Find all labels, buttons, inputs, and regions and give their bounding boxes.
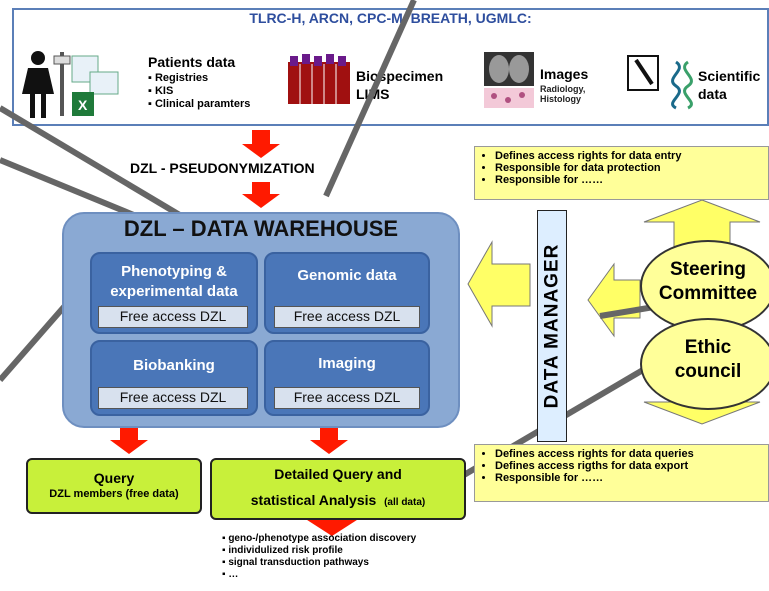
xray-image-icon [484,52,534,108]
scientific-title: Scientific [698,68,761,84]
query-box: Query DZL members (free data) [26,458,202,514]
free-access-badge: Free access DZL [98,306,248,328]
result-item: ▪ signal transduction pathways [222,557,369,568]
down-arrow-icon [242,182,280,208]
patients-item: ▪ Registries [148,72,209,84]
imaging-label: Imaging [318,355,376,372]
data-manager-box [537,210,567,442]
images-title: Images [540,66,589,82]
result-item: ▪ individulized risk profile [222,545,343,556]
patients-item: ▪ KIS [148,85,174,97]
ethic-council [640,318,769,410]
detailed-query-box: Detailed Query and statistical Analysis … [210,458,466,520]
free-access-badge: Free access DZL [274,306,420,328]
entry-rights-note: Defines access rights for data entry Res… [474,146,769,200]
biobanking-label: Biobanking [133,357,215,374]
warehouse-title: DZL – DATA WAREHOUSE [123,216,399,241]
free-access-badge: Free access DZL [274,387,420,409]
free-access-badge: Free access DZL [98,387,248,409]
down-arrow-icon [110,428,148,454]
down-arrow-icon [242,130,280,158]
scientific-sub: data [698,86,727,102]
patients-title: Patients data [148,54,236,70]
patient-icon: X [22,51,119,118]
images-sub: Radiology, Histology [540,84,586,104]
patients-list: ▪ Registries ▪ KIS ▪ Clinical paramters [148,72,250,111]
left-arrow-icon [587,262,641,338]
svg-text:X: X [78,97,88,113]
down-arrow-icon [310,428,348,454]
result-item: ▪ … [222,569,239,580]
results-list: ▪ geno-/phenotype association discovery … [222,533,416,581]
pseudonymization-label: DZL - PSEUDONYMIZATION [130,160,315,176]
phenotyping-label: Phenotyping &experimental data [110,263,238,300]
sources-title: TLRC-H, ARCN, CPC-M, BREATH, UGMLC: [249,10,532,26]
test-tubes-icon [288,54,350,104]
patients-item: ▪ Clinical paramters [148,98,251,110]
data-manager-label: DATA MANAGER [541,243,562,409]
query-rights-note: Defines access rights for data queries D… [474,444,769,502]
result-item: ▪ geno-/phenotype association discovery [222,533,417,544]
genomic-label: Genomic data [297,267,397,284]
lab-dna-icon [627,55,693,110]
left-arrow-icon [467,240,531,328]
